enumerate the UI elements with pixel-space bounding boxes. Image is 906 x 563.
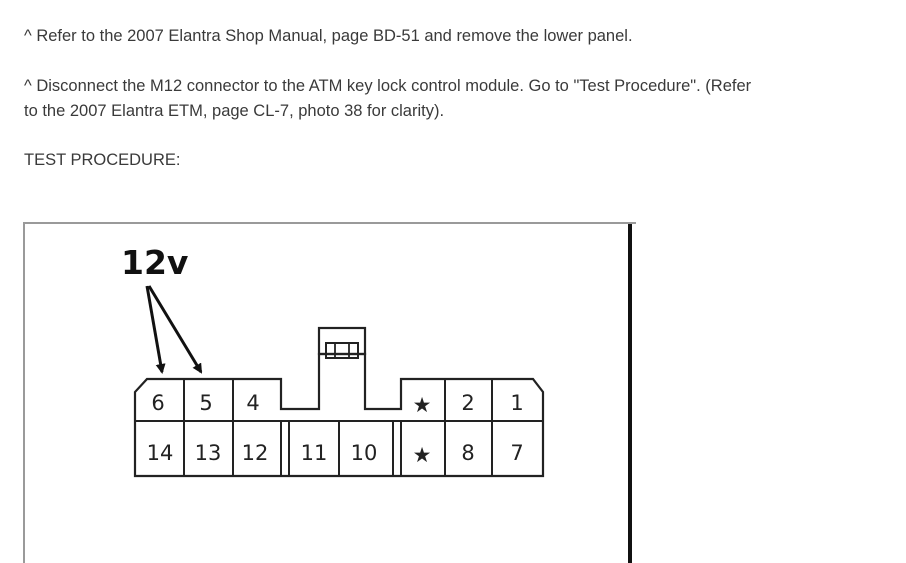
pin-label: 4 bbox=[246, 391, 259, 415]
connector-diagram: 12v 6 5 4 ★ 2 1 14 13 1 bbox=[23, 222, 636, 563]
instruction-step-2-line-2: to the 2007 Elantra ETM, page CL-7, phot… bbox=[24, 102, 445, 120]
connector-outline bbox=[133, 352, 545, 478]
connector-pinout-svg: 12v 6 5 4 ★ 2 1 14 13 1 bbox=[121, 224, 632, 563]
pin-label: 13 bbox=[195, 441, 222, 465]
pin-label: 10 bbox=[351, 441, 378, 465]
arrow-to-pin-5 bbox=[147, 285, 203, 374]
latch-window bbox=[325, 342, 359, 359]
pin-label: 5 bbox=[199, 391, 212, 415]
arrow-to-pin-6 bbox=[145, 285, 166, 374]
figure-right-edge bbox=[628, 224, 632, 563]
pin-label: 1 bbox=[510, 391, 523, 415]
pin-label: 7 bbox=[510, 441, 523, 465]
instruction-step-2-line-1: ^ Disconnect the M12 connector to the AT… bbox=[24, 77, 752, 95]
pin-label: 14 bbox=[147, 441, 174, 465]
instruction-step-1: ^ Refer to the 2007 Elantra Shop Manual,… bbox=[24, 27, 633, 45]
test-procedure-heading: TEST PROCEDURE: bbox=[24, 151, 181, 169]
pin-label: 8 bbox=[461, 441, 474, 465]
middle-pin-block bbox=[288, 420, 394, 477]
voltage-label: 12v bbox=[121, 243, 189, 282]
pin-label: ★ bbox=[413, 443, 432, 467]
pin-label: ★ bbox=[413, 393, 432, 417]
pin-label: 11 bbox=[301, 441, 328, 465]
pin-label: 12 bbox=[242, 441, 269, 465]
connector-latch bbox=[317, 326, 367, 356]
instruction-step-2: ^ Disconnect the M12 connector to the AT… bbox=[24, 74, 844, 124]
pin-label: 2 bbox=[461, 391, 474, 415]
pin-label: 6 bbox=[151, 391, 164, 415]
